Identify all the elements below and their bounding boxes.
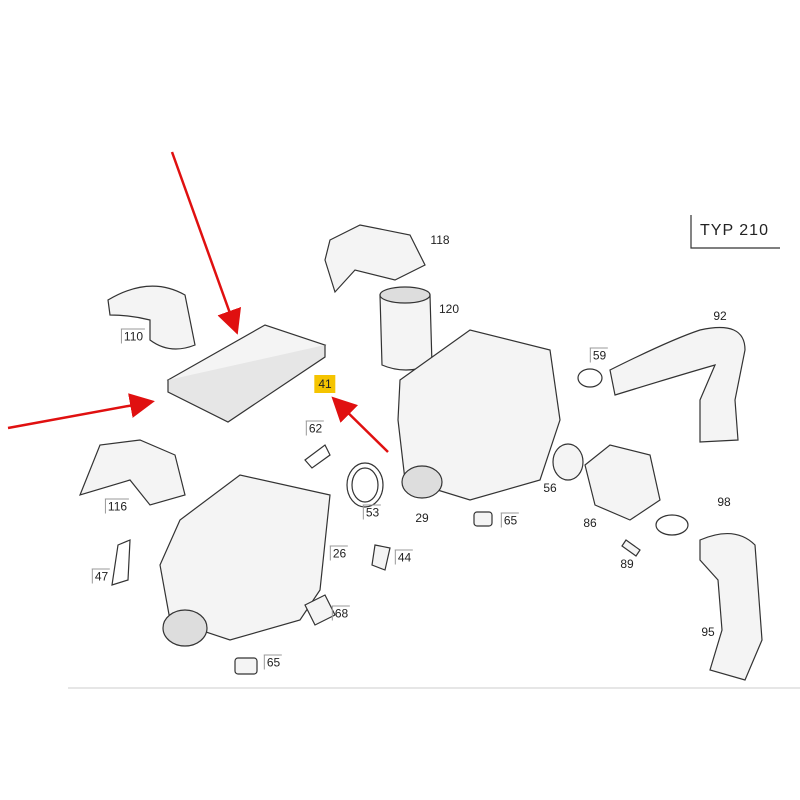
part-92-hose [609,326,746,443]
part-98-clamp [655,514,689,536]
part-label-89[interactable]: 89 [620,557,634,571]
airbox-upper [397,329,561,501]
part-label-41-highlighted[interactable]: 41 [314,375,336,393]
part-label-95[interactable]: 95 [701,625,715,639]
part-89-screw [621,539,641,557]
part-95-hose [699,533,763,681]
part-116-intake [78,439,186,506]
part-62-clip [304,444,331,469]
part-label-92[interactable]: 92 [713,309,727,323]
part-110-elbow [107,285,196,350]
part-label-44[interactable]: 44 [394,549,414,565]
part-59-clamp [577,368,603,388]
part-label-65-lower[interactable]: 65 [263,654,283,670]
part-56-ring [552,443,584,481]
part-68-bracket [304,594,336,626]
part-86-throttle [584,444,661,521]
part-label-86[interactable]: 86 [583,516,597,530]
red-arrow-3 [331,396,389,453]
part-65-plug [473,511,493,527]
part-65-plug-lower [234,657,258,675]
red-arrow-1 [170,151,241,335]
part-label-110[interactable]: 110 [120,328,146,344]
part-44-clip [371,544,391,571]
part-label-26[interactable]: 26 [329,545,349,561]
part-label-116[interactable]: 116 [104,498,130,514]
part-label-98[interactable]: 98 [717,495,731,509]
part-label-29[interactable]: 29 [415,511,429,525]
part-label-62[interactable]: 62 [305,420,325,436]
part-label-65[interactable]: 65 [500,512,520,528]
part-label-68[interactable]: 68 [331,605,351,621]
red-arrow-2 [7,393,155,430]
part-label-56[interactable]: 56 [543,481,557,495]
title-bracket [690,215,780,249]
part-47-bracket [111,539,131,586]
part-label-118[interactable]: 118 [430,233,450,247]
part-label-53[interactable]: 53 [362,504,382,520]
part-118-duct [324,224,426,294]
part-label-59[interactable]: 59 [589,347,609,363]
part-label-47[interactable]: 47 [91,568,111,584]
diagram-title: TYP 210 [700,222,769,239]
part-label-120[interactable]: 120 [438,302,460,316]
part-53-seal [346,462,384,508]
